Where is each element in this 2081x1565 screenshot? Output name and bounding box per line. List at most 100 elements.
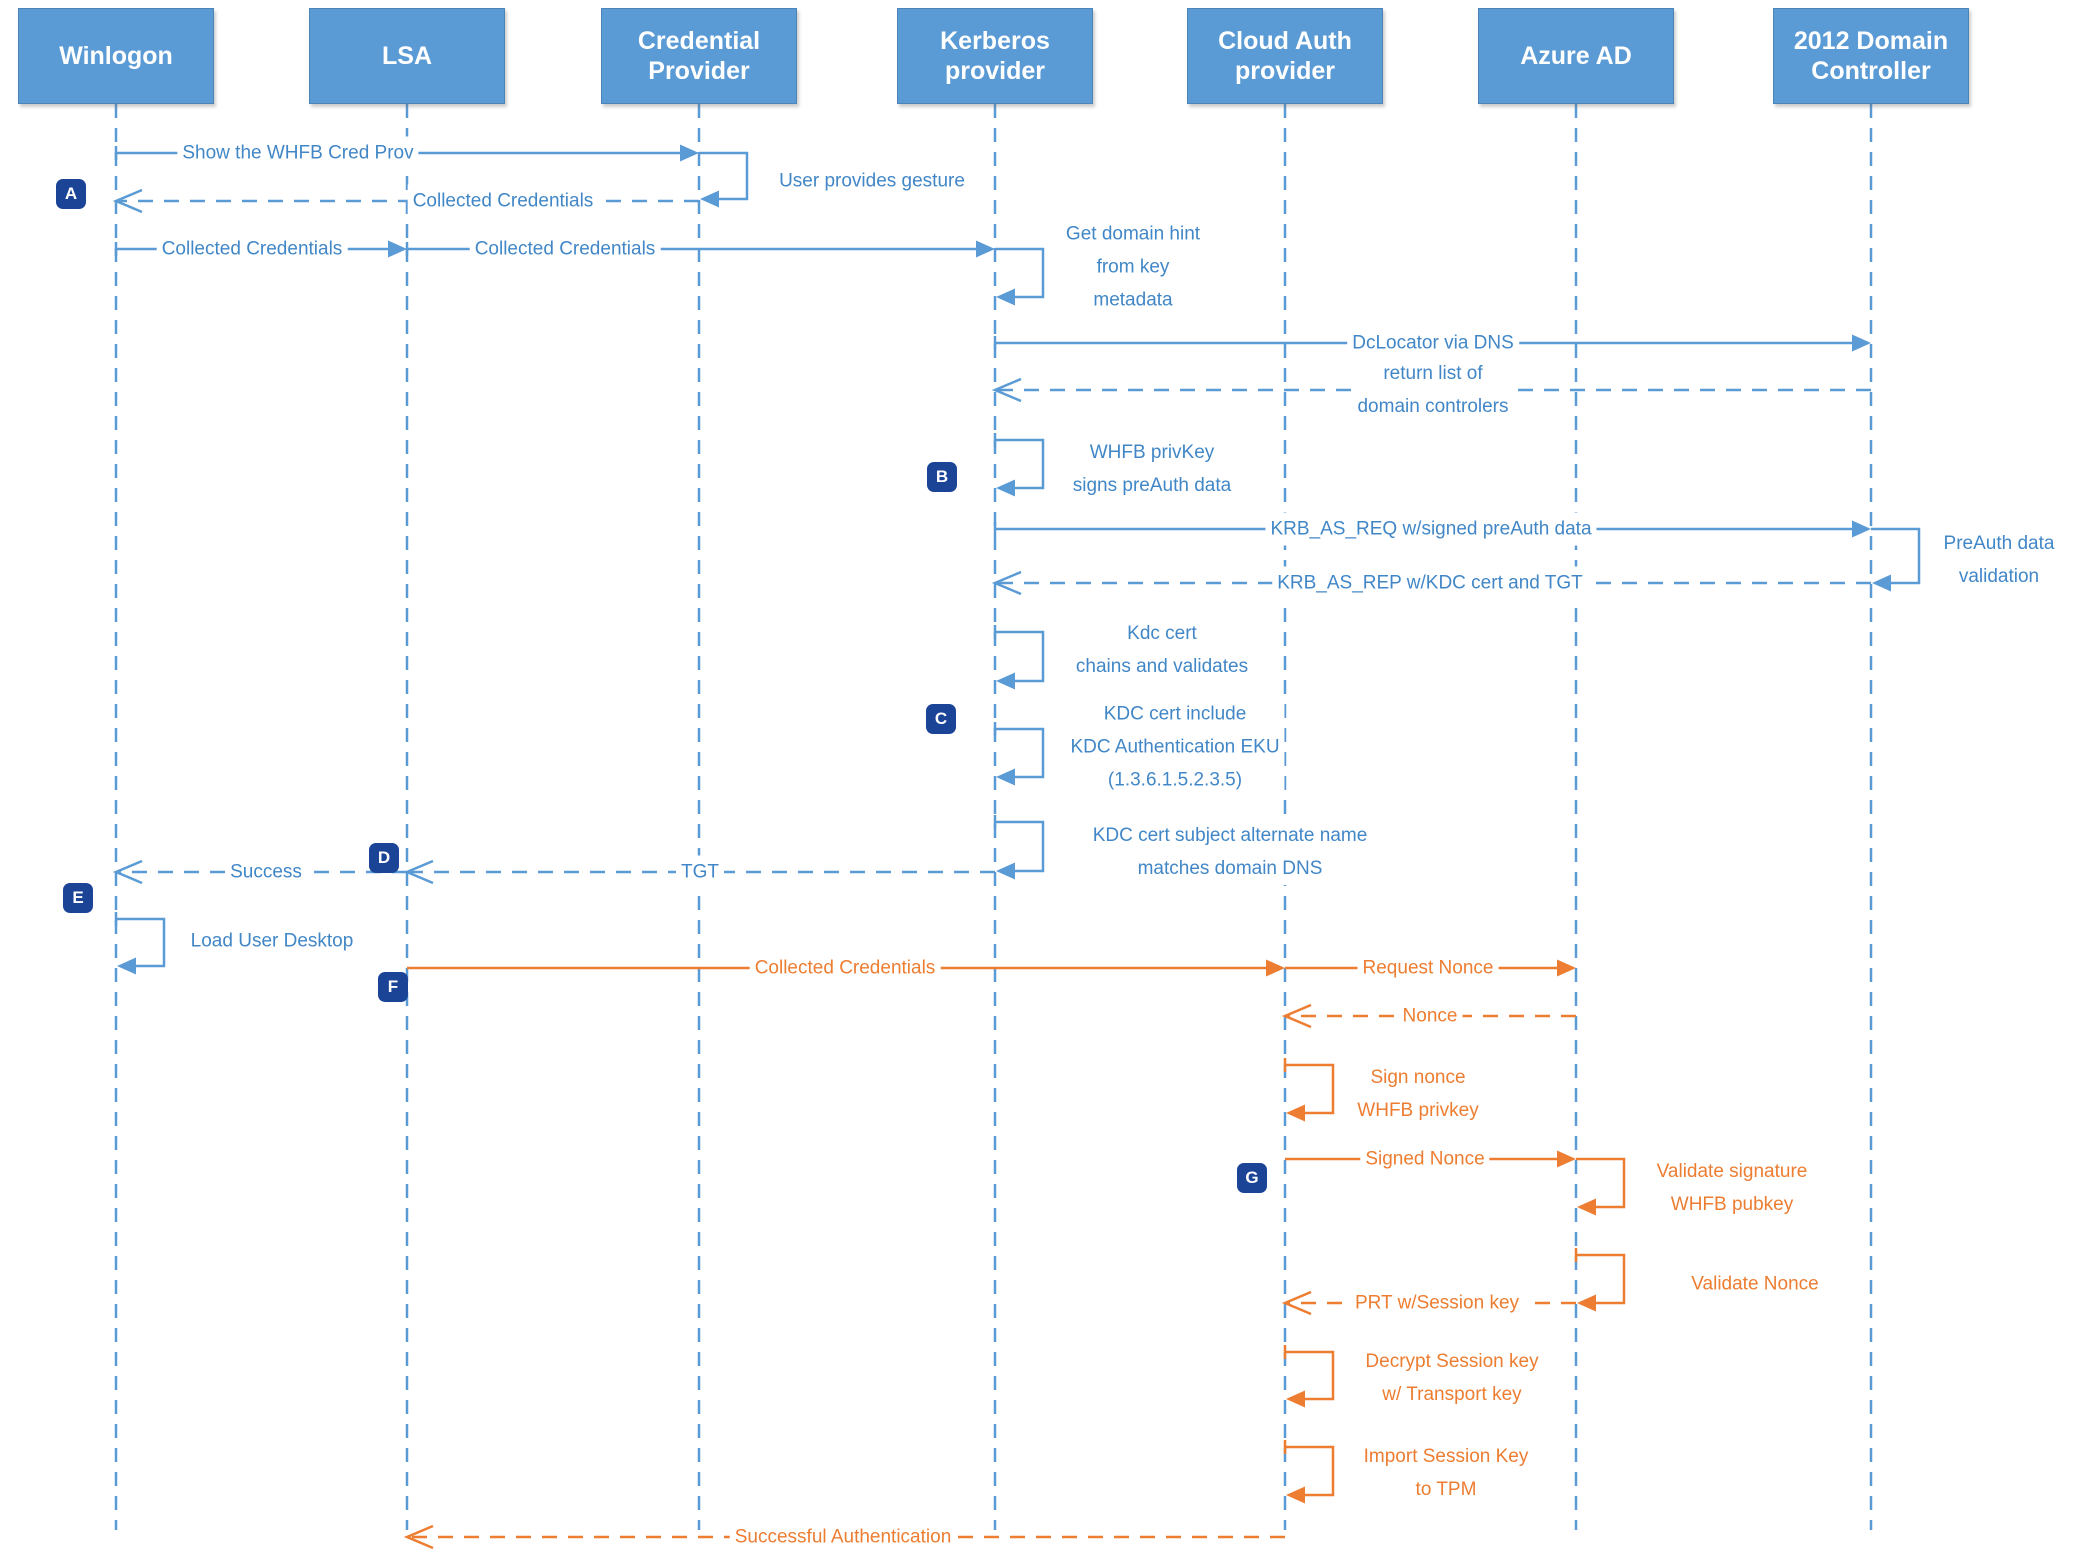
self-message-label-kdc-cert-san-line: KDC cert subject alternate name: [1092, 825, 1368, 846]
arrowhead-open: [112, 859, 143, 885]
arrowhead-filled: [1852, 334, 1871, 352]
message-label-show-whfb-cred-prov-line: Show the WHFB Cred Prov: [182, 142, 414, 164]
arrowhead-open: [1281, 1290, 1312, 1316]
message-label-return-list-of-domain-controlers-line: return list of: [1383, 363, 1483, 384]
self-message-kdc-cert-san: [995, 820, 1045, 873]
step-badge-E: E: [63, 883, 93, 913]
self-message-whfb-privkey-signs: [995, 438, 1045, 490]
arrowhead-filled: [1286, 1104, 1305, 1122]
message-label-krb-as-req: KRB_AS_REQ w/signed preAuth data: [1265, 512, 1597, 546]
self-message-get-domain-hint: [995, 247, 1045, 299]
actor-label-lsa: LSA: [382, 41, 432, 70]
actor-azure-ad: Azure AD: [1478, 8, 1674, 104]
message-label-krb-as-rep: KRB_AS_REP w/KDC cert and TGT: [1272, 566, 1588, 600]
actor-2012-domain-controller: 2012 Domain Controller: [1773, 8, 1969, 104]
self-message-decrypt-session-key: [1285, 1350, 1335, 1401]
message-label-tgt: TGT: [676, 855, 724, 889]
arrowhead-filled: [996, 672, 1015, 690]
self-message-label-get-domain-hint-line: Get domain hint: [1065, 223, 1201, 245]
arrowhead-open: [1281, 1003, 1312, 1029]
arrowhead-filled: [388, 240, 407, 258]
arrowhead-open: [991, 570, 1022, 596]
arrowhead-filled: [996, 768, 1015, 786]
message-label-krb-as-rep-line: KRB_AS_REP w/KDC cert and TGT: [1277, 572, 1583, 594]
actor-label-azure-ad: Azure AD: [1520, 41, 1632, 70]
actor-label-winlogon: Winlogon: [59, 41, 173, 70]
message-label-nonce: Nonce: [1397, 999, 1463, 1033]
message-label-collected-credentials-return-line: Collected Credentials: [412, 190, 594, 212]
self-message-label-kdc-cert-chains-line: chains and validates: [1075, 656, 1249, 677]
arrowhead-filled: [1557, 959, 1576, 977]
actor-label-cloud-auth-provider: Cloud Auth provider: [1218, 26, 1352, 86]
message-label-collected-credentials-3: Collected Credentials: [749, 951, 941, 985]
self-message-kdc-cert-eku: [995, 727, 1045, 779]
step-badge-A: A: [56, 179, 86, 209]
self-message-import-session-key: [1285, 1445, 1335, 1497]
self-message-label-whfb-privkey-signs-line: signs preAuth data: [1072, 475, 1232, 496]
self-message-label-kdc-cert-eku-line: KDC Authentication EKU: [1070, 736, 1280, 758]
arrowhead-open: [112, 188, 143, 214]
self-message-label-validate-nonce: Validate Nonce: [1686, 1267, 1824, 1301]
self-message-label-whfb-privkey-signs-line: WHFB privKey: [1089, 442, 1215, 463]
self-message-label-decrypt-session-key-line: Decrypt Session key: [1365, 1351, 1539, 1372]
message-label-tgt-line: TGT: [681, 861, 719, 883]
message-label-prt-w-session-key-line: PRT w/Session key: [1354, 1292, 1520, 1314]
message-label-request-nonce-line: Request Nonce: [1362, 957, 1494, 979]
message-label-collected-credentials-1-line: Collected Credentials: [161, 238, 343, 260]
message-label-successful-authentication: Successful Authentication: [729, 1520, 957, 1554]
message-label-collected-credentials-return: Collected Credentials: [407, 184, 599, 218]
arrowhead-filled: [1577, 1198, 1596, 1216]
self-message-label-user-provides-gesture: User provides gesture: [774, 164, 970, 198]
arrowhead-open: [991, 377, 1022, 403]
arrowhead-filled: [996, 288, 1015, 306]
arrowhead-filled: [1286, 1486, 1305, 1504]
self-message-label-sign-nonce-line: WHFB privkey: [1357, 1100, 1479, 1121]
self-message-label-kdc-cert-chains-line: Kdc cert: [1127, 623, 1197, 644]
self-message-label-sign-nonce-line: Sign nonce: [1370, 1067, 1466, 1088]
self-message-label-kdc-cert-san-line: matches domain DNS: [1137, 858, 1323, 879]
arrowhead-filled: [700, 190, 719, 208]
self-message-user-provides-gesture: [699, 151, 749, 201]
self-message-validate-nonce: [1576, 1253, 1626, 1305]
self-message-label-preauth-data-validation-line: validation: [1958, 566, 2040, 587]
actor-label-kerberos-provider: Kerberos provider: [940, 26, 1050, 86]
arrowhead-filled: [996, 479, 1015, 497]
arrowhead-filled: [1872, 574, 1891, 592]
self-message-kdc-cert-chains: [995, 630, 1045, 683]
self-message-label-whfb-privkey-signs: WHFB privKey signs preAuth data: [1067, 436, 1237, 502]
arrowhead-filled: [1557, 1150, 1576, 1168]
message-label-request-nonce: Request Nonce: [1357, 951, 1499, 985]
self-message-label-load-user-desktop-line: Load User Desktop: [190, 930, 354, 952]
message-label-signed-nonce: Signed Nonce: [1360, 1142, 1490, 1176]
arrowhead-filled: [680, 144, 699, 162]
self-message-sign-nonce: [1285, 1063, 1335, 1115]
self-message-load-user-desktop: [116, 917, 166, 968]
self-message-label-decrypt-session-key: Decrypt Session key w/ Transport key: [1360, 1345, 1544, 1411]
arrowhead-filled: [117, 957, 136, 975]
self-message-label-kdc-cert-eku-line: (1.3.6.1.5.2.3.5): [1107, 769, 1243, 791]
message-label-krb-as-req-line: KRB_AS_REQ w/signed preAuth data: [1270, 518, 1592, 540]
message-label-collected-credentials-1: Collected Credentials: [156, 232, 348, 266]
self-message-label-import-session-key-line: Import Session Key: [1363, 1446, 1529, 1467]
arrowhead-filled: [1266, 959, 1285, 977]
self-message-label-kdc-cert-san: KDC cert subject alternate name matches d…: [1087, 819, 1373, 885]
message-label-successful-authentication-line: Successful Authentication: [734, 1526, 952, 1548]
actor-cloud-auth-provider: Cloud Auth provider: [1187, 8, 1383, 104]
step-badge-D: D: [369, 843, 399, 873]
arrowhead-filled: [996, 862, 1015, 880]
actor-winlogon: Winlogon: [18, 8, 214, 104]
arrowhead-open: [403, 1524, 434, 1550]
actor-kerberos-provider: Kerberos provider: [897, 8, 1093, 104]
arrowhead-filled: [1577, 1294, 1596, 1312]
message-label-collected-credentials-3-line: Collected Credentials: [754, 957, 936, 979]
self-message-label-decrypt-session-key-line: w/ Transport key: [1382, 1384, 1522, 1405]
self-message-label-get-domain-hint-line: from key: [1096, 256, 1170, 278]
message-label-success: Success: [225, 855, 307, 889]
self-message-label-validate-nonce-line: Validate Nonce: [1691, 1273, 1819, 1295]
self-message-label-preauth-data-validation-line: PreAuth data: [1943, 533, 2055, 554]
